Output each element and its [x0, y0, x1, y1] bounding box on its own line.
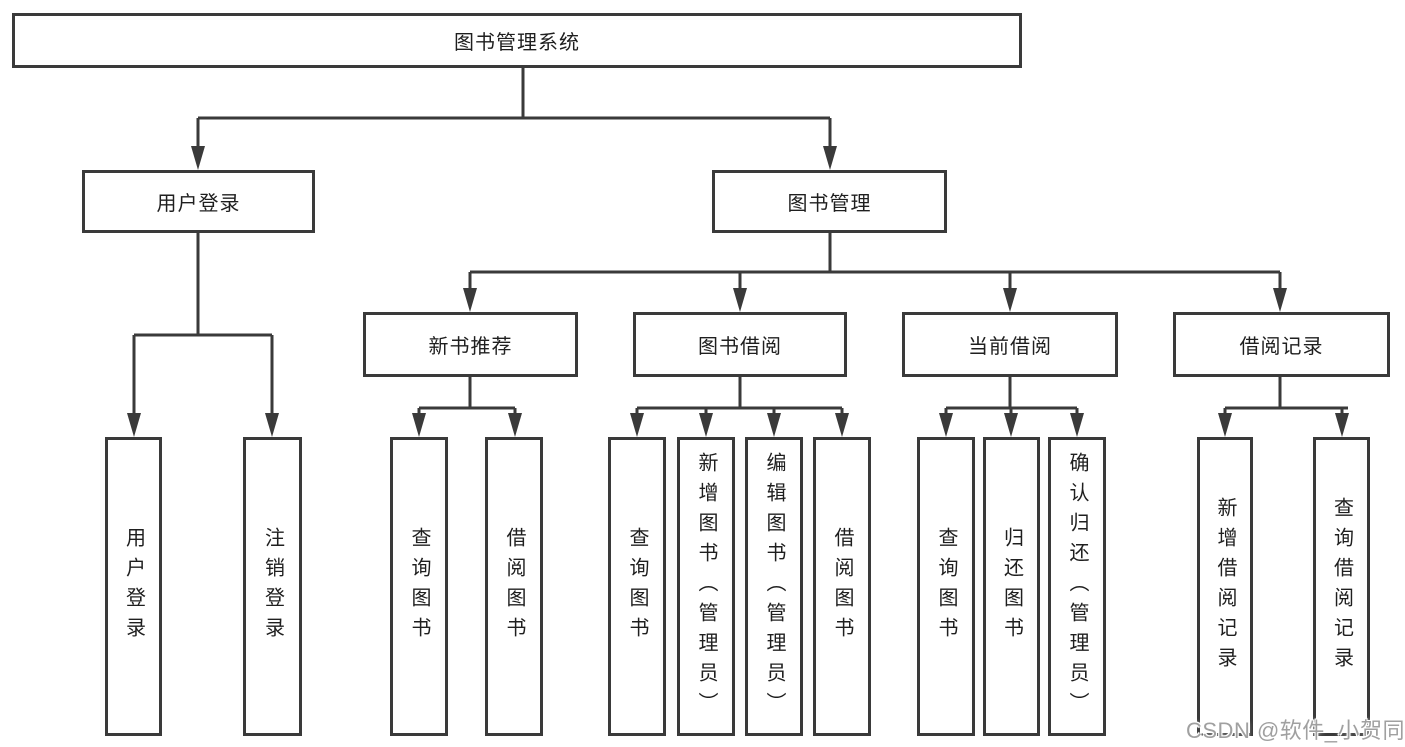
- node-book-management: 图书管理: [712, 170, 947, 233]
- leaf-confirm-return-admin: 确认归还（管理员）: [1048, 437, 1106, 736]
- node-current-borrowing: 当前借阅: [902, 312, 1118, 377]
- node-root-system: 图书管理系统: [12, 13, 1022, 68]
- leaf-return-books: 归还图书: [983, 437, 1040, 736]
- node-user-login: 用户登录: [82, 170, 315, 233]
- leaf-edit-books-admin: 编辑图书（管理员）: [745, 437, 803, 736]
- leaf-user-login: 用户登录: [105, 437, 162, 736]
- node-book-borrowing: 图书借阅: [633, 312, 847, 377]
- leaf-query-books-borrowing: 查询图书: [608, 437, 666, 736]
- leaf-query-books-current: 查询图书: [917, 437, 975, 736]
- leaf-add-books-admin: 新增图书（管理员）: [677, 437, 735, 736]
- leaf-add-borrow-record: 新增借阅记录: [1197, 437, 1253, 736]
- leaf-borrow-books-recommend: 借阅图书: [485, 437, 543, 736]
- leaf-logout: 注销登录: [243, 437, 302, 736]
- leaf-query-books-recommend: 查询图书: [390, 437, 448, 736]
- leaf-borrow-books-borrowing: 借阅图书: [813, 437, 871, 736]
- csdn-watermark: CSDN @软件_小贺同学: [1186, 718, 1405, 743]
- node-new-book-recommend: 新书推荐: [363, 312, 578, 377]
- leaf-query-borrow-record: 查询借阅记录: [1313, 437, 1370, 736]
- node-borrowing-records: 借阅记录: [1173, 312, 1390, 377]
